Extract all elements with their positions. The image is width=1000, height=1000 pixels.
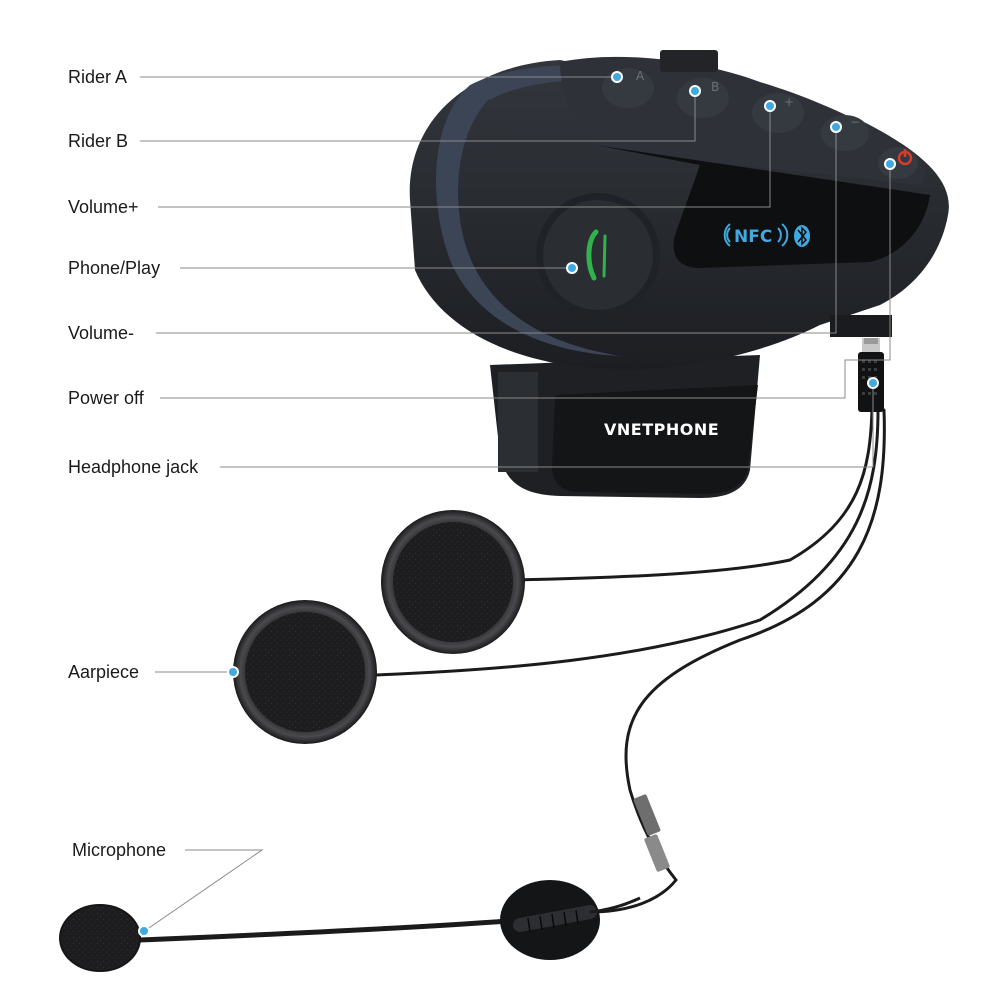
button-letter-b: B [711,80,719,94]
leader-microphone [145,849,264,931]
marker-phone-play [566,262,578,274]
mic-boom [137,917,523,943]
marker-headphone-jack [867,377,879,389]
microphone-assembly [59,880,641,972]
cables [373,408,886,914]
nfc-icon [723,223,789,247]
intercom-unit: A B + − NFC [409,50,949,498]
leader-rider-b [140,92,696,142]
label-rider-a: Rider A [68,67,128,87]
label-earpiece: Aarpiece [68,662,140,682]
headphone-jack-plug [858,338,884,412]
leader-headphone-jack [220,385,874,468]
label-phone-play: Phone/Play [68,258,161,278]
bluetooth-icon [794,225,810,247]
cable-microphone [624,408,886,882]
cable-earpiece-top [513,408,874,582]
leader-lines [140,76,891,931]
leader-volume-plus [158,107,771,208]
label-volume-minus: Volume- [68,323,135,343]
button-letter-minus: − [850,115,860,129]
marker-rider-a [611,71,623,83]
button-letter-plus: + [784,95,794,109]
mic-foam [60,905,140,971]
marker-microphone [138,925,150,937]
power-icon [897,149,913,166]
earpiece-rear [381,510,525,654]
earpiece-front [233,600,377,744]
cable-mic-to-pod [588,878,678,914]
label-power-off: Power off [68,388,144,408]
phone-icon [586,229,607,281]
housing-band [436,85,620,356]
marker-earpiece [227,666,239,678]
nfc-text: NFC [734,227,772,247]
button-letter-a: A [636,69,645,83]
label-microphone: Microphone [72,840,167,860]
marker-power-off [884,158,896,170]
label-rider-b: Rider B [68,131,129,151]
leader-power-off [160,165,891,399]
phone-play-knob [536,193,660,317]
leader-volume-minus [156,128,837,334]
marker-rider-b [689,85,701,97]
label-headphone-jack: Headphone jack [68,457,199,477]
cable-earpiece-bottom [373,408,880,677]
marker-volume-minus [830,121,842,133]
mic-pod [500,880,600,960]
port-block [830,315,892,337]
label-volume-plus: Volume+ [68,197,139,217]
brand-logo: VNETPHONE [604,420,719,439]
marker-volume-plus [764,100,776,112]
markers [138,71,896,937]
inline-connector [633,794,670,872]
